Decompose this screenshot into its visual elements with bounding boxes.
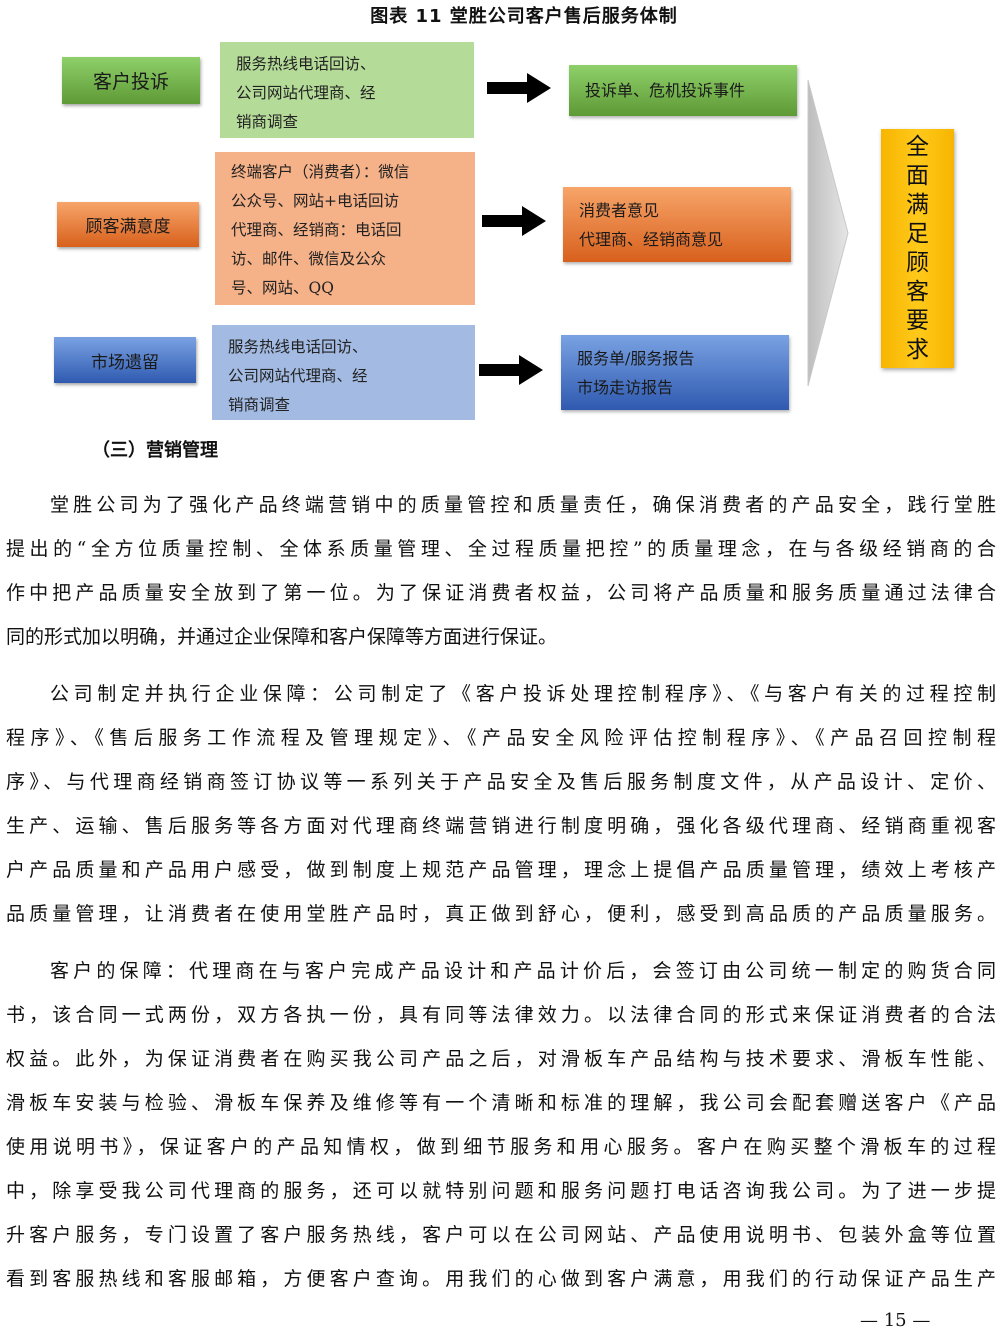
text-line: 程序》、《售后服务工作流程及管理规定》、《产品安全风险评估控制程序》、《产品召回… (6, 727, 996, 749)
channel-line: 访、邮件、微信及公众 (231, 250, 387, 268)
text-line: 作中把产品质量安全放到了第一位。为了保证消费者权益，公司将产品质量和服务质量通过… (6, 582, 996, 604)
right-arrow-icon (482, 206, 546, 236)
output-line: 服务单/服务报告 (577, 348, 695, 368)
text-line: 权益。此外，为保证消费者在购买我公司产品之后，对滑板车产品结构与技术要求、滑板车… (6, 1048, 996, 1070)
channels-box-satisfaction: 终端客户（消费者）：微信 公众号、网站+电话回访 代理商、经销商：电话回 访、邮… (215, 152, 475, 305)
goal-char: 求 (906, 336, 929, 363)
text-line: 客户的保障：代理商在与客户完成产品设计和产品计价后，会签订由公司统一制定的购货合… (50, 960, 996, 982)
output-box-market: 服务单/服务报告 市场走访报告 (561, 335, 789, 410)
source-customer-complaint: 客户投诉 (62, 57, 200, 104)
right-arrow-icon (479, 355, 543, 385)
output-line: 市场走访报告 (577, 377, 674, 397)
output-line: 代理商、经销商意见 (579, 229, 724, 249)
text-line: 堂胜公司为了强化产品终端营销中的质量管控和质量责任，确保消费者的产品安全，践行堂… (50, 494, 996, 516)
chevron-arrow-icon (807, 79, 849, 387)
output-line: 消费者意见 (579, 200, 660, 220)
output-box-satisfaction: 消费者意见 代理商、经销商意见 (563, 187, 791, 262)
text-line: 中，除享受我公司代理商的服务，还可以就特别问题和服务问题打电话咨询我公司。为了进… (6, 1180, 996, 1202)
source-market-legacy: 市场遗留 (54, 337, 196, 383)
output-line: 投诉单、危机投诉事件 (585, 81, 746, 100)
text-line: 生产、运输、售后服务等各方面对代理商终端营销进行制度明确，强化各级代理商、经销商… (6, 815, 996, 837)
text-line: 同的形式加以明确，并通过企业保障和客户保障等方面进行保证。 (6, 626, 558, 648)
channels-box-complaint: 服务热线电话回访、 公司网站代理商、经 销商调查 (220, 42, 474, 138)
right-arrow-icon (487, 73, 551, 103)
goal-char: 面 (906, 162, 929, 189)
page-number: — 15 — (860, 1310, 931, 1331)
channels-box-market: 服务热线电话回访、 公司网站代理商、经 销商调查 (212, 325, 475, 420)
goal-char: 客 (906, 278, 929, 305)
channel-line: 号、网站、QQ (231, 279, 334, 297)
text-line: 看到客服热线和客服邮箱，方便客户查询。用我们的心做到客户满意，用我们的行动保证产… (6, 1268, 996, 1290)
source-customer-satisfaction: 顾客满意度 (57, 202, 199, 247)
figure-title: 图表 11 堂胜公司客户售后服务体制 (370, 6, 678, 27)
text-line: 公司制定并执行企业保障：公司制定了《客户投诉处理控制程序》、《与客户有关的过程控… (50, 683, 996, 705)
channel-line: 销商调查 (228, 396, 291, 414)
channel-line: 公司网站代理商、经 (236, 84, 376, 102)
text-line: 使用说明书》，保证客户的产品知情权，做到细节服务和用心服务。客户在购买整个滑板车… (6, 1136, 996, 1158)
text-line: 品质量管理，让消费者在使用堂胜产品时，真正做到舒心，便利，感受到高品质的产品质量… (6, 903, 996, 925)
output-box-complaint: 投诉单、危机投诉事件 (569, 65, 797, 116)
text-line: 户产品质量和产品用户感受，做到制度上规范产品管理，理念上提倡产品质量管理，绩效上… (6, 859, 996, 881)
channel-line: 代理商、经销商：电话回 (231, 221, 402, 239)
goal-char: 满 (906, 191, 929, 218)
goal-char: 足 (906, 220, 929, 247)
paragraph-intro: 堂胜公司为了强化产品终端营销中的质量管控和质量责任，确保消费者的产品安全，践行堂… (6, 483, 996, 659)
paragraph-customer-guarantee: 客户的保障：代理商在与客户完成产品设计和产品计价后，会签订由公司统一制定的购货合… (6, 949, 996, 1301)
text-line: 升客户服务，专门设置了客户服务热线，客户可以在公司网站、产品使用说明书、包装外盒… (6, 1224, 996, 1246)
goal-char: 要 (906, 307, 929, 334)
section-heading: （三）营销管理 (92, 440, 218, 461)
channel-line: 公司网站代理商、经 (228, 367, 368, 385)
channel-line: 销商调查 (236, 113, 299, 131)
text-line: 序》、与代理商经销商签订协议等一系列关于产品安全及售后服务制度文件，从产品设计、… (6, 771, 996, 793)
paragraph-enterprise-guarantee: 公司制定并执行企业保障：公司制定了《客户投诉处理控制程序》、《与客户有关的过程控… (6, 672, 996, 936)
text-line: 滑板车安装与检验、滑板车保养及维修等有一个清晰和标准的理解，我公司会配套赠送客户… (6, 1092, 996, 1114)
goal-box: 全 面 满 足 顾 客 要 求 (881, 129, 954, 368)
channel-line: 公众号、网站+电话回访 (231, 192, 399, 210)
goal-char: 全 (906, 133, 929, 160)
goal-char: 顾 (906, 249, 929, 276)
channel-line: 服务热线电话回访、 (228, 338, 368, 356)
channel-line: 服务热线电话回访、 (236, 55, 376, 73)
text-line: 提出的“全方位质量控制、全体系质量管理、全过程质量把控”的质量理念，在与各级经销… (6, 538, 996, 560)
text-line: 书，该合同一式两份，双方各执一份，具有同等法律效力。以法律合同的形式来保证消费者… (6, 1004, 996, 1026)
channel-line: 终端客户（消费者）：微信 (231, 163, 410, 181)
